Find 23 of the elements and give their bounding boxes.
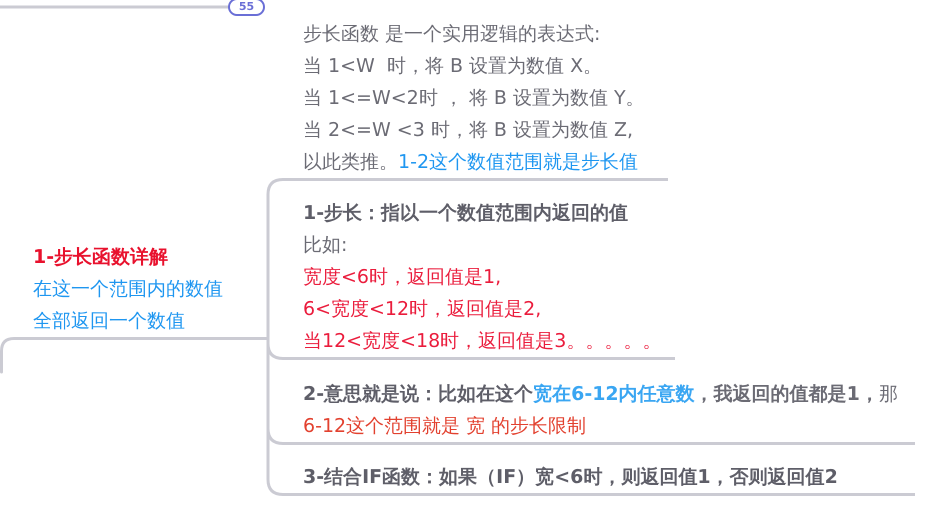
topic-text: 步长函数 是一个实用逻辑的表达式:: [303, 23, 600, 45]
example-text: 宽度<6时，返回值是1,: [303, 266, 502, 288]
topic-text: ，我返回的值都是1，那: [694, 383, 898, 405]
topic-heading: 3-结合IF函数：如果（IF）宽<6时，则返回值1，否则返回值2: [303, 466, 838, 488]
example-text: 6-12这个范围就是 宽 的步长限制: [303, 415, 586, 437]
example-text: 6<宽度<12时，返回值是2,: [303, 298, 542, 320]
example-text: 当12<宽度<18时，返回值是3。。。。。: [303, 330, 662, 352]
branch-line: [266, 178, 284, 340]
topic-text: 以此类推。: [303, 151, 398, 173]
topic-text: 当 1<=W<2时 ， 将 B 设置为数值 Y。: [303, 87, 645, 109]
topic-heading: 1-步长：指以一个数值范围内返回的值: [303, 202, 628, 224]
count-badge: [228, 0, 265, 16]
badge-count: 55: [238, 1, 254, 13]
branch-line: [0, 337, 16, 374]
topic-text: 当 1<W 时，将 B 设置为数值 X。: [303, 55, 602, 77]
highlight-text: 在这一个范围内的数值全部返回一个数值: [33, 278, 223, 332]
highlight-text: 1-2这个数值范围就是步长值: [398, 151, 638, 173]
branch-line: [0, 6, 230, 8]
topic-text: 当 2<=W <3 时，将 B 设置为数值 Z,: [303, 119, 634, 141]
topic-heading: 2-意思就是说：比如在这个: [303, 383, 534, 405]
topic-title: 1-步长函数详解: [33, 246, 168, 268]
highlight-text: 宽在6-12内任意数: [533, 383, 695, 405]
topic-text: 比如:: [303, 234, 348, 256]
